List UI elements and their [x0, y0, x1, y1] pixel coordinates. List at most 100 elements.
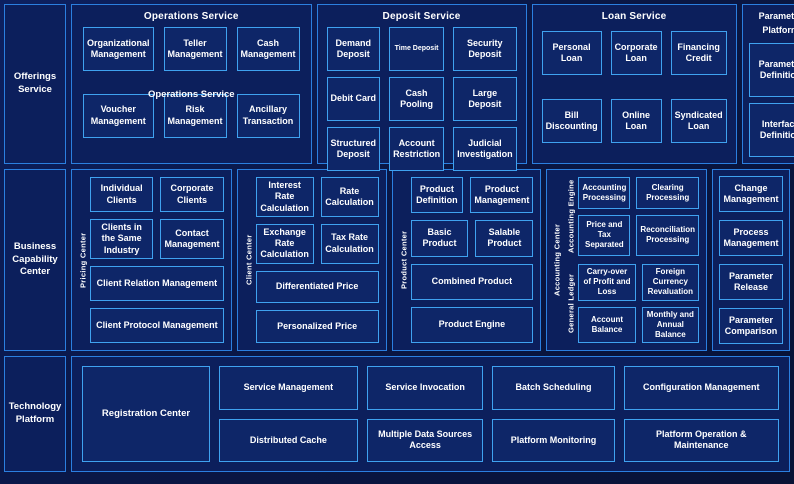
tile-clearing-processing[interactable]: Clearing Processing — [636, 177, 700, 209]
tile-product-definition[interactable]: Product Definition — [410, 177, 464, 214]
tile-registration-center[interactable]: Registration Center — [82, 366, 210, 462]
tile-exchange-rate-calculation[interactable]: Exchange Rate Calculation — [255, 223, 314, 264]
center-client-full-1: Differentiated Price — [255, 270, 379, 304]
tile-price-and-tax-separated[interactable]: Price and Tax Separated — [578, 214, 631, 256]
center-product[interactable]: Product Center Product Definition Produc… — [391, 169, 542, 351]
rail-business-capability-center[interactable]: Business Capability Center — [4, 169, 66, 351]
tile-bill-discounting[interactable]: Bill Discounting — [541, 99, 602, 143]
tile-change-management[interactable]: Change Management — [719, 176, 783, 212]
tile-platform-monitoring[interactable]: Platform Monitoring — [492, 418, 615, 462]
tile-risk-management[interactable]: Risk Management — [163, 93, 227, 138]
general-ledger-tiles: Carry-over of Profit and Loss Foreign Cu… — [578, 264, 700, 343]
tile-ancillary-transaction[interactable]: Ancillary Transaction — [236, 93, 300, 138]
center-pricing-pair-1: Individual Clients Corporate Clients — [90, 177, 224, 213]
tile-client-relation-management[interactable]: Client Relation Management — [90, 265, 224, 301]
tile-teller-management[interactable]: Teller Management — [163, 27, 227, 71]
group-operations-service[interactable]: Operations Service Operations Service Or… — [71, 4, 312, 164]
tile-tax-rate-calculation[interactable]: Tax Rate Calculation — [320, 223, 379, 264]
group-operations-service-title: Operations Service — [143, 11, 239, 22]
tile-time-deposit[interactable]: Time Deposit — [389, 27, 445, 71]
tile-configuration-management[interactable]: Configuration Management — [623, 366, 779, 410]
tile-contact-management[interactable]: Contact Management — [160, 219, 224, 259]
tile-demand-deposit[interactable]: Demand Deposit — [326, 27, 381, 71]
rail-technology-platform-label: Technology Platform — [8, 401, 62, 425]
tile-voucher-management[interactable]: Voucher Management — [83, 93, 154, 138]
tile-debit-card[interactable]: Debit Card — [326, 77, 381, 121]
group-loan-service[interactable]: Loan Service Personal Loan Corporate Loa… — [531, 4, 737, 164]
center-client-pair-2: Exchange Rate Calculation Tax Rate Calcu… — [255, 223, 379, 264]
center-accounting[interactable]: Accounting Center Accounting Engine Acco… — [546, 169, 708, 351]
tile-service-invocation[interactable]: Service Invocation — [366, 366, 484, 410]
center-pricing-label: Pricing Center — [78, 232, 88, 288]
accounting-engine-subgroup: Accounting Engine Accounting Processing … — [564, 177, 700, 256]
tile-service-management[interactable]: Service Management — [219, 366, 358, 410]
tile-account-restriction[interactable]: Account Restriction — [389, 127, 445, 171]
tile-platform-operation-maintenance[interactable]: Platform Operation & Maintenance — [623, 418, 779, 462]
tile-differentiated-price[interactable]: Differentiated Price — [255, 270, 379, 304]
tile-salable-product[interactable]: Salable Product — [475, 220, 534, 257]
tile-organizational-management[interactable]: Organizational Management — [83, 27, 154, 71]
tile-interest-rate-calculation[interactable]: Interest Rate Calculation — [255, 177, 314, 217]
tile-personalized-price[interactable]: Personalized Price — [255, 310, 379, 343]
tile-product-management[interactable]: Product Management — [470, 177, 534, 214]
center-client-full-2: Personalized Price — [255, 310, 379, 343]
center-product-pair-2: Basic Product Salable Product — [410, 220, 534, 257]
tile-cash-management[interactable]: Cash Management — [236, 27, 300, 71]
tile-parameter-comparison[interactable]: Parameter Comparison — [719, 308, 783, 344]
tile-financing-credit[interactable]: Financing Credit — [670, 31, 727, 75]
registration-center-wrap: Registration Center — [82, 366, 210, 462]
tile-foreign-currency-revaluation[interactable]: Foreign Currency Revaluation — [641, 264, 700, 301]
tile-structured-deposit[interactable]: Structured Deposit — [326, 127, 381, 171]
center-pricing-pair-2: Clients in the Same Industry Contact Man… — [90, 219, 224, 259]
tile-large-deposit[interactable]: Large Deposit — [453, 77, 517, 121]
tile-security-deposit[interactable]: Security Deposit — [453, 27, 517, 71]
tile-client-protocol-management[interactable]: Client Protocol Management — [90, 307, 224, 343]
tile-multiple-data-sources-access[interactable]: Multiple Data Sources Access — [366, 418, 484, 462]
tile-parameter-release[interactable]: Parameter Release — [719, 264, 783, 300]
rail-offerings-service-label: Offerings Service — [13, 71, 57, 95]
tile-clients-same-industry[interactable]: Clients in the Same Industry — [90, 219, 154, 259]
center-product-body: Product Definition Product Management Ba… — [410, 177, 534, 343]
tile-corporate-loan[interactable]: Corporate Loan — [610, 31, 662, 75]
center-pricing[interactable]: Pricing Center Individual Clients Corpor… — [71, 169, 232, 351]
tile-reconciliation-processing[interactable]: Reconciliation Processing — [636, 214, 700, 256]
parameter-platform-title-line2: Platform — [762, 24, 794, 35]
center-pricing-full-2: Client Protocol Management — [90, 307, 224, 343]
tile-rate-calculation[interactable]: Rate Calculation — [320, 177, 379, 217]
center-client-body: Interest Rate Calculation Rate Calculati… — [255, 177, 379, 343]
tile-combined-product[interactable]: Combined Product — [410, 263, 534, 300]
loan-service-tiles: Personal Loan Corporate Loan Financing C… — [533, 27, 736, 163]
tile-product-engine[interactable]: Product Engine — [410, 306, 534, 343]
rail-offerings-service[interactable]: Offerings Service — [4, 4, 66, 164]
tile-accounting-processing[interactable]: Accounting Processing — [578, 177, 631, 209]
tile-monthly-annual-balance[interactable]: Monthly and Annual Balance — [641, 306, 700, 343]
center-product-full-1: Combined Product — [410, 263, 534, 300]
tile-personal-loan[interactable]: Personal Loan — [541, 31, 602, 75]
center-client[interactable]: Client Center Interest Rate Calculation … — [236, 169, 387, 351]
tile-carry-over-profit-loss[interactable]: Carry-over of Profit and Loss — [578, 264, 636, 301]
tile-cash-pooling[interactable]: Cash Pooling — [389, 77, 445, 121]
tile-interface-definition[interactable]: Interface Definition — [748, 103, 794, 157]
tile-distributed-cache[interactable]: Distributed Cache — [219, 418, 358, 462]
deposit-service-tiles: Demand Deposit Time Deposit Security Dep… — [318, 27, 526, 180]
business-capability-centers: Pricing Center Individual Clients Corpor… — [71, 169, 708, 351]
tile-online-loan[interactable]: Online Loan — [610, 99, 662, 143]
center-client-label: Client Center — [244, 234, 254, 286]
group-deposit-service[interactable]: Deposit Service Demand Deposit Time Depo… — [316, 4, 527, 171]
rail-technology-platform[interactable]: Technology Platform — [4, 356, 66, 472]
tile-corporate-clients[interactable]: Corporate Clients — [160, 177, 224, 213]
tile-parameter-definition[interactable]: Parameter Definition — [748, 43, 794, 97]
tile-batch-scheduling[interactable]: Batch Scheduling — [492, 366, 615, 410]
tile-process-management[interactable]: Process Management — [719, 220, 783, 256]
parameter-platform-middle[interactable]: Change Management Process Management Par… — [712, 169, 790, 351]
rail-business-capability-center-label: Business Capability Center — [12, 240, 58, 278]
tile-individual-clients[interactable]: Individual Clients — [90, 177, 154, 213]
tile-account-balance[interactable]: Account Balance — [578, 306, 636, 343]
tile-basic-product[interactable]: Basic Product — [410, 220, 469, 257]
parameter-platform-top[interactable]: Parameter Platform Parameter Definition … — [741, 4, 794, 164]
group-deposit-service-title: Deposit Service — [382, 11, 461, 22]
technology-platform-panel[interactable]: Registration Center Service Management S… — [71, 356, 790, 472]
tile-judicial-investigation[interactable]: Judicial Investigation — [453, 127, 517, 171]
tile-syndicated-loan[interactable]: Syndicated Loan — [670, 99, 727, 143]
